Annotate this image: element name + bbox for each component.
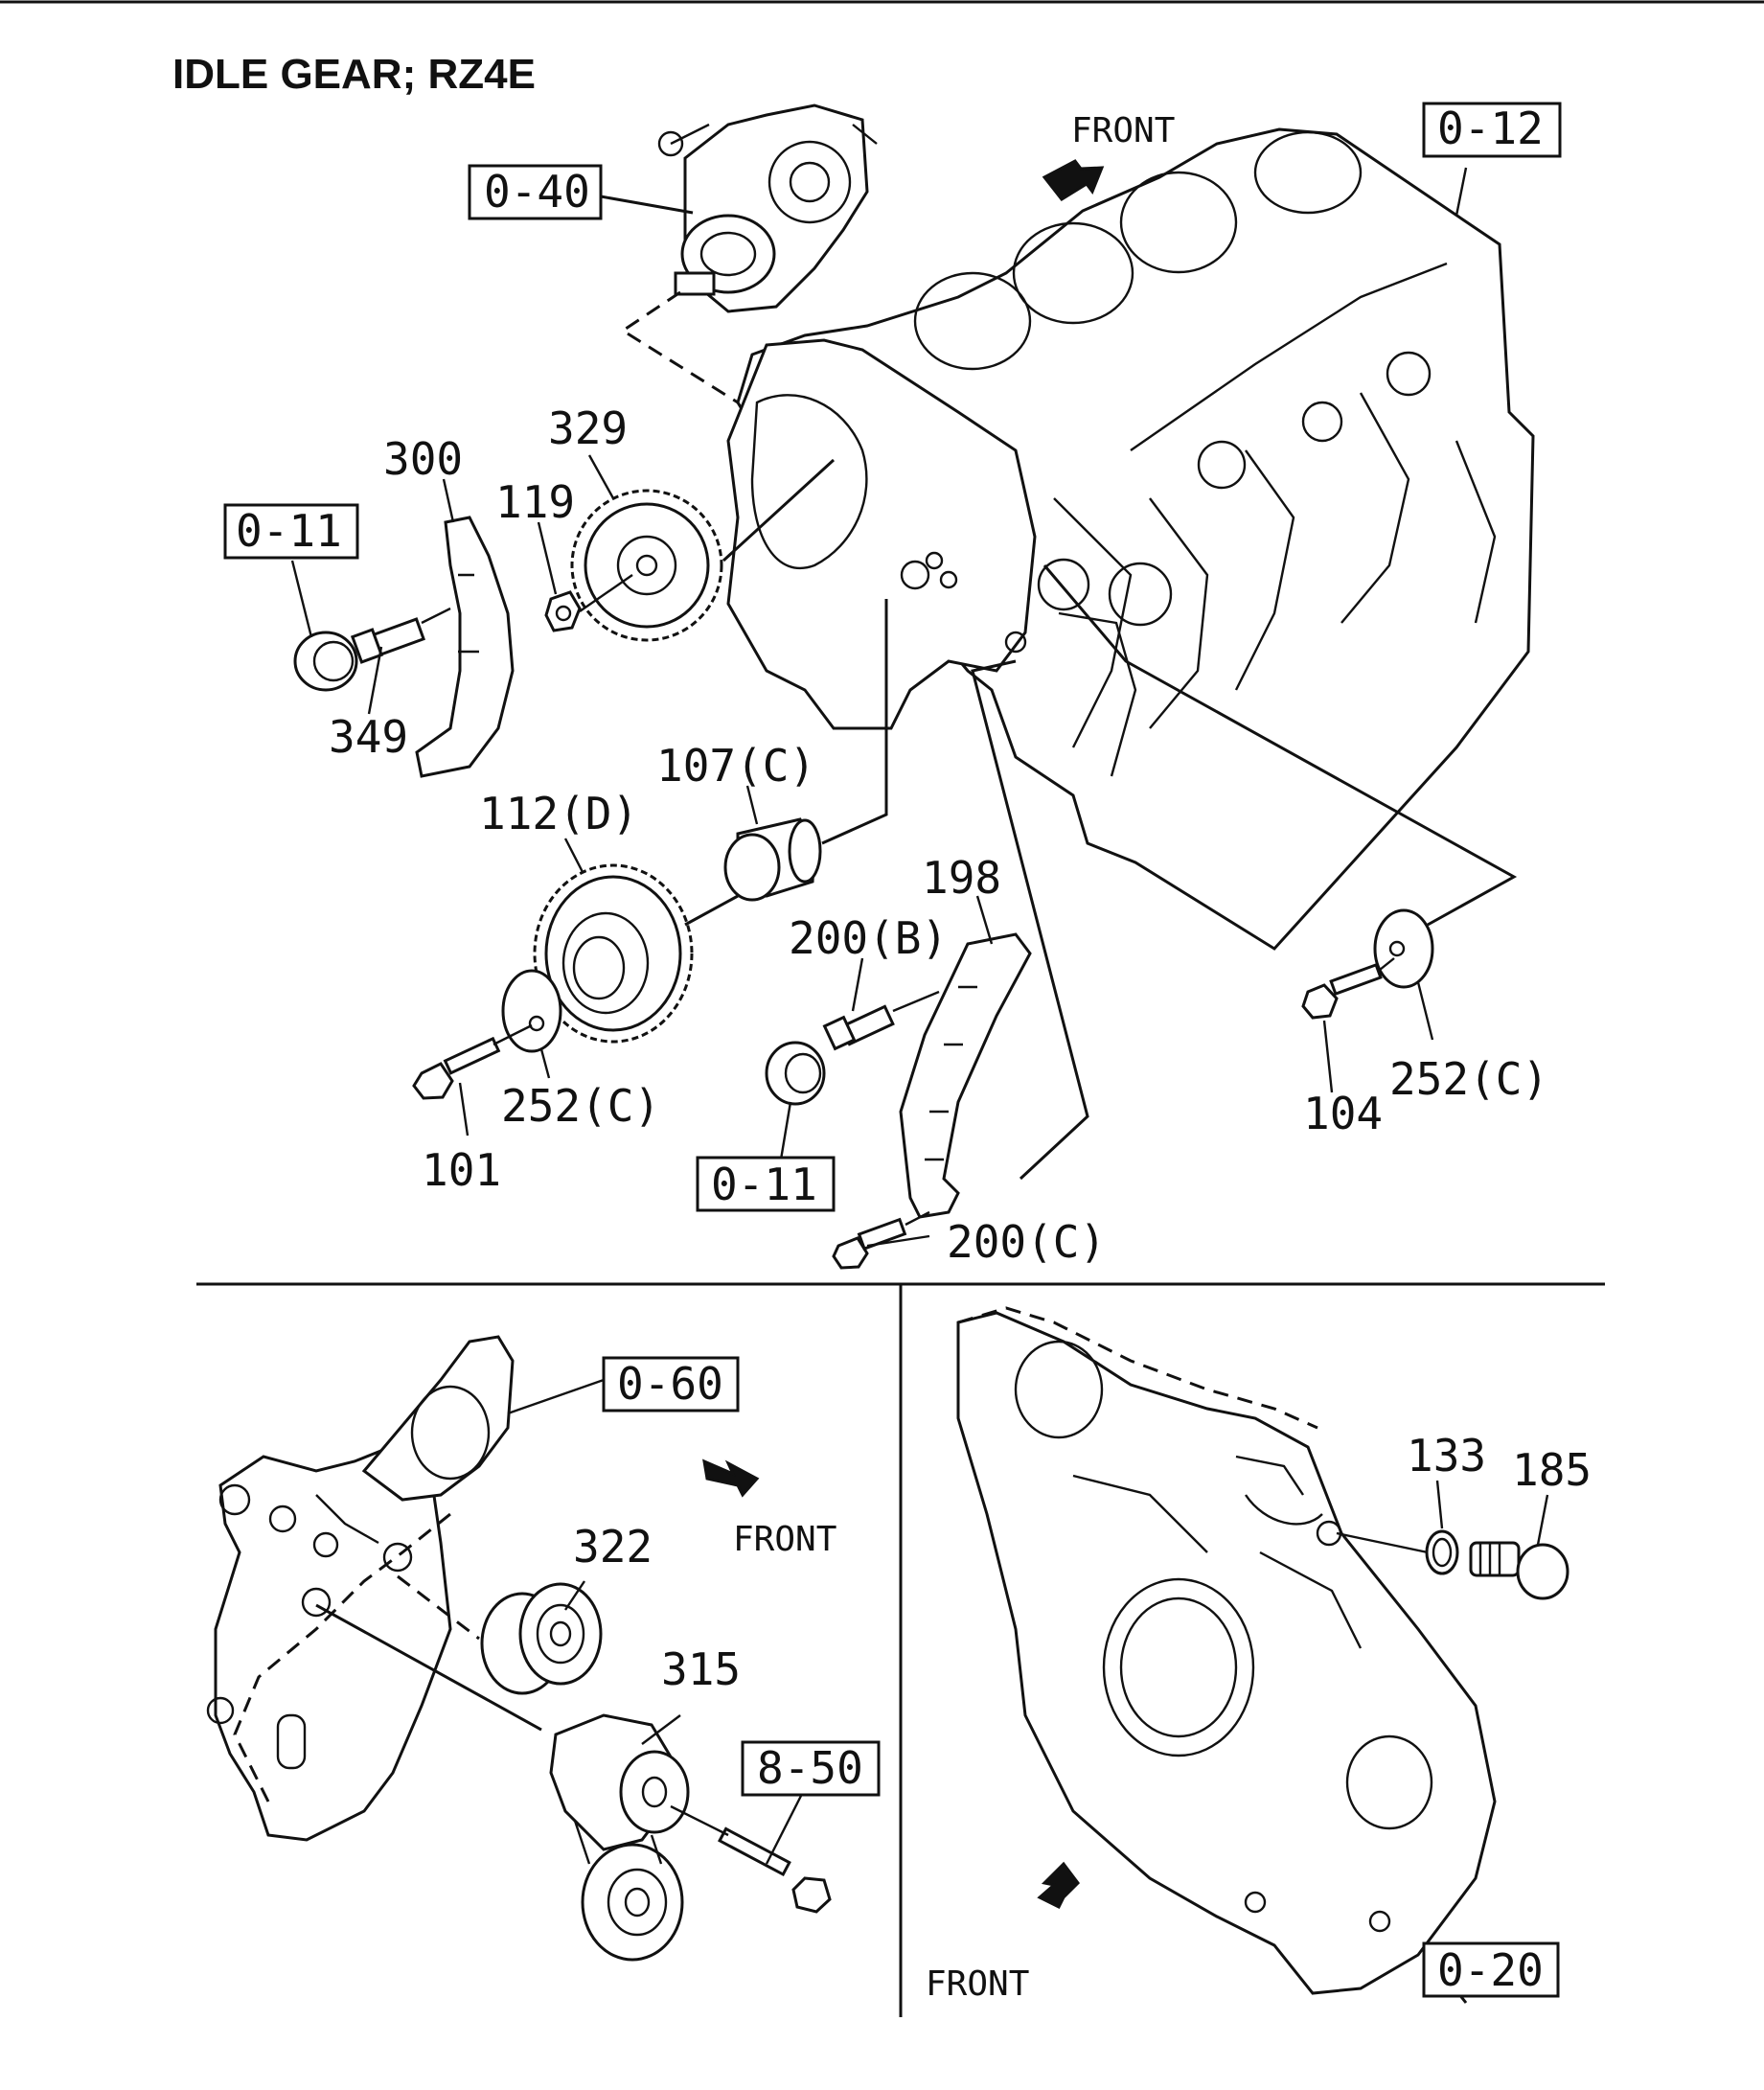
- front-arrow-bottom-right: [1037, 1861, 1080, 1910]
- ref-8-50-label: 8-50: [757, 1742, 863, 1794]
- injection-pump: [657, 103, 878, 313]
- dash-200b: [892, 990, 940, 1013]
- leader-040: [600, 195, 694, 215]
- dash-119: [579, 574, 633, 612]
- cover-dash: [957, 1306, 1318, 1430]
- part-112d: 112(D): [479, 788, 638, 839]
- dash-107c: [821, 599, 888, 845]
- leader-850: [765, 1791, 805, 1865]
- dash-315: [315, 1603, 542, 1732]
- idler-pulley-322: [480, 1582, 603, 1695]
- ref-0-60-label: 0-60: [617, 1358, 723, 1410]
- top-leader-lines: [290, 167, 1468, 1248]
- front-arrow-bottom-left: [702, 1458, 760, 1498]
- part-133: 133: [1407, 1430, 1486, 1481]
- part-198: 198: [922, 852, 1001, 904]
- dash-104: [1379, 957, 1395, 971]
- ref-box-0-12[interactable]: 0-12: [1422, 102, 1562, 158]
- ref-box-0-60[interactable]: 0-60: [602, 1356, 740, 1412]
- dash-252b: [1042, 564, 1518, 927]
- engine-block: [736, 127, 1535, 951]
- dash-322: [397, 1574, 480, 1641]
- dash-329: [722, 458, 836, 563]
- leader-060: [507, 1378, 605, 1415]
- part-300: 300: [383, 433, 463, 485]
- thrust-plate-252c-b: [1373, 908, 1434, 989]
- nut-119: [544, 590, 582, 632]
- part-119: 119: [495, 476, 575, 528]
- ref-0-20-label: 0-20: [1437, 1944, 1544, 1996]
- ref-0-11-b-label: 0-11: [711, 1159, 817, 1210]
- dash-850: [670, 1804, 729, 1837]
- front-label-bottom-right: FRONT: [926, 1964, 1029, 2004]
- dash-pump: [620, 290, 739, 404]
- front-plate: [726, 338, 1090, 730]
- tensioner-300: [415, 516, 515, 778]
- plug-bolt-185: [1469, 1541, 1569, 1600]
- gear-329: [570, 489, 723, 642]
- part-349: 349: [329, 711, 408, 763]
- ref-box-8-50[interactable]: 8-50: [741, 1740, 881, 1797]
- front-arrow-top: [1042, 159, 1105, 201]
- bracket-upper-0-60: [361, 1335, 515, 1502]
- plug-011-a: [293, 631, 358, 692]
- stud-200b: [822, 1004, 895, 1051]
- dash-101: [493, 1023, 533, 1046]
- bracket-dash: [233, 1512, 451, 1803]
- stud-349: [350, 617, 425, 664]
- leader-133: [1435, 1480, 1444, 1529]
- bolt-101: [412, 1036, 501, 1100]
- part-252c-b: 252(C): [1389, 1053, 1548, 1105]
- guide-198: [899, 932, 1032, 1219]
- dash-112: [684, 894, 739, 927]
- ref-0-12-label: 0-12: [1437, 103, 1544, 154]
- part-329: 329: [548, 402, 628, 454]
- part-101: 101: [422, 1144, 501, 1196]
- ref-0-11-a-label: 0-11: [236, 505, 342, 557]
- part-200c: 200(C): [947, 1216, 1106, 1268]
- ref-box-0-20[interactable]: 0-20: [1422, 1941, 1560, 1998]
- dash-349: [421, 607, 451, 625]
- dash-198: [971, 659, 1089, 1181]
- bolt-200c: [832, 1217, 907, 1270]
- ref-box-0-40[interactable]: 0-40: [468, 164, 603, 220]
- leader-322: [564, 1580, 585, 1611]
- ref-0-40-label: 0-40: [484, 166, 590, 218]
- shaft-107c: [723, 817, 822, 902]
- ref-box-0-11-a[interactable]: 0-11: [223, 503, 359, 560]
- dash-133: [1336, 1531, 1429, 1554]
- thrust-plate-252c-a: [501, 969, 562, 1053]
- diagram-title: IDLE GEAR; RZ4E: [172, 51, 536, 98]
- front-label-top: FRONT: [1071, 111, 1175, 150]
- ref-box-0-11-b[interactable]: 0-11: [696, 1156, 836, 1212]
- part-200b: 200(B): [789, 912, 948, 964]
- part-322: 322: [573, 1521, 653, 1573]
- leader-315: [641, 1714, 681, 1745]
- front-label-bottom-left: FRONT: [733, 1520, 836, 1559]
- leader-185: [1536, 1494, 1549, 1546]
- idle-gear-112d: [533, 863, 694, 1044]
- o-ring-133: [1425, 1529, 1459, 1575]
- front-cover: [956, 1311, 1497, 1995]
- part-104: 104: [1303, 1088, 1383, 1139]
- auto-tensioner-315: [549, 1713, 690, 1962]
- plug-011-b: [765, 1041, 826, 1106]
- bolt-850: [718, 1826, 832, 1914]
- part-252c-a: 252(C): [501, 1080, 660, 1132]
- part-107c: 107(C): [656, 740, 815, 792]
- dash-200c: [905, 1210, 930, 1227]
- part-315: 315: [661, 1643, 741, 1695]
- accessory-bracket: [206, 1440, 452, 1842]
- bolt-104: [1301, 962, 1383, 1020]
- part-185: 185: [1512, 1444, 1592, 1496]
